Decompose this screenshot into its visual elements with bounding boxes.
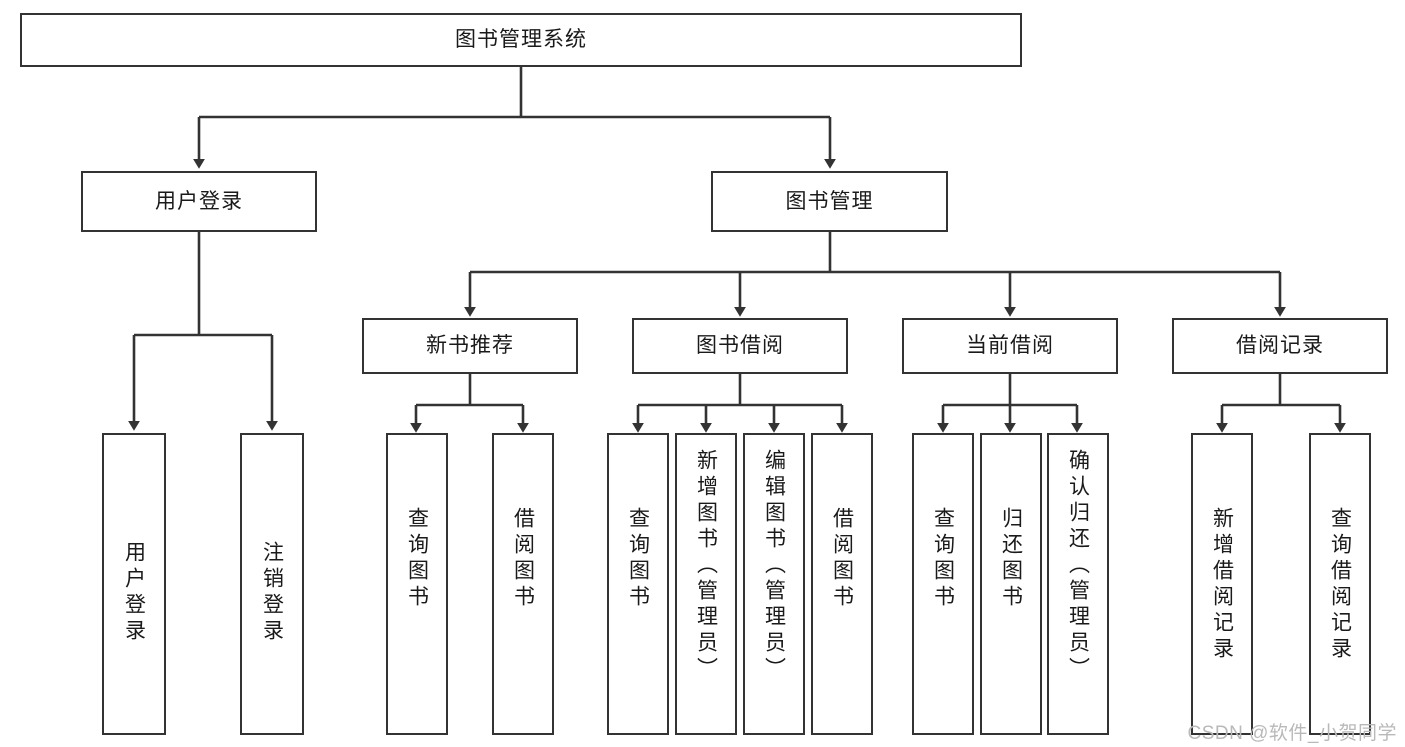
node-leaf-query-book-3[interactable]: 查询图书: [912, 433, 974, 735]
node-leaf-add-book[interactable]: 新增图书（管理员）: [675, 433, 737, 735]
node-leaf-confirm-return[interactable]: 确认归还（管理员）: [1047, 433, 1109, 735]
node-root[interactable]: 图书管理系统: [20, 13, 1022, 67]
node-leaf-query-book-2-label: 查询图书: [626, 507, 650, 611]
node-leaf-logout-login-label: 注销登录: [260, 541, 284, 645]
watermark: CSDN @软件_小贺同学: [1187, 723, 1397, 744]
node-borrow-record-label: 借阅记录: [1236, 334, 1324, 358]
node-leaf-borrow-book-1-label: 借阅图书: [511, 507, 535, 611]
node-leaf-query-record-label: 查询借阅记录: [1328, 507, 1352, 663]
node-leaf-add-book-label: 新增图书（管理员）: [694, 449, 718, 683]
node-leaf-query-book-2[interactable]: 查询图书: [607, 433, 669, 735]
node-leaf-query-record[interactable]: 查询借阅记录: [1309, 433, 1371, 735]
node-user-login-label: 用户登录: [155, 189, 243, 213]
node-new-book-recommend[interactable]: 新书推荐: [362, 318, 578, 374]
node-current-borrow-label: 当前借阅: [966, 334, 1054, 358]
node-leaf-return-book-label: 归还图书: [999, 507, 1023, 611]
node-book-borrow-label: 图书借阅: [696, 334, 784, 358]
node-book-borrow[interactable]: 图书借阅: [632, 318, 848, 374]
node-leaf-add-record[interactable]: 新增借阅记录: [1191, 433, 1253, 735]
node-leaf-return-book[interactable]: 归还图书: [980, 433, 1042, 735]
node-leaf-logout-login[interactable]: 注销登录: [240, 433, 304, 735]
node-leaf-user-login-label: 用户登录: [122, 541, 146, 645]
node-leaf-borrow-book-1[interactable]: 借阅图书: [492, 433, 554, 735]
node-leaf-edit-book-label: 编辑图书（管理员）: [762, 449, 786, 683]
node-new-book-recommend-label: 新书推荐: [426, 334, 514, 358]
node-current-borrow[interactable]: 当前借阅: [902, 318, 1118, 374]
node-leaf-confirm-return-label: 确认归还（管理员）: [1066, 449, 1090, 683]
node-book-management-label: 图书管理: [785, 189, 874, 213]
node-leaf-borrow-book-2[interactable]: 借阅图书: [811, 433, 873, 735]
node-user-login[interactable]: 用户登录: [81, 171, 317, 232]
node-leaf-user-login[interactable]: 用户登录: [102, 433, 166, 735]
node-borrow-record[interactable]: 借阅记录: [1172, 318, 1388, 374]
node-leaf-edit-book[interactable]: 编辑图书（管理员）: [743, 433, 805, 735]
node-book-management[interactable]: 图书管理: [711, 171, 948, 232]
node-root-label: 图书管理系统: [455, 28, 587, 52]
node-leaf-query-book-1-label: 查询图书: [405, 507, 429, 611]
node-leaf-borrow-book-2-label: 借阅图书: [830, 507, 854, 611]
node-leaf-query-book-3-label: 查询图书: [931, 507, 955, 611]
node-leaf-query-book-1[interactable]: 查询图书: [386, 433, 448, 735]
node-leaf-add-record-label: 新增借阅记录: [1210, 507, 1234, 663]
